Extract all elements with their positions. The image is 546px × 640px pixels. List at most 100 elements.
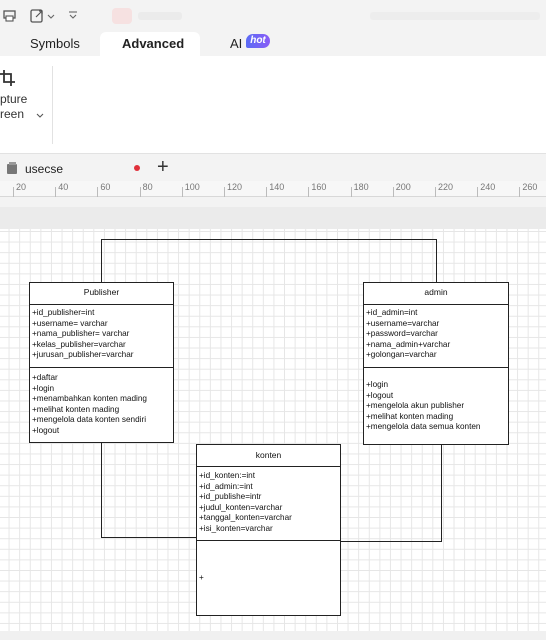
attribute-list: +id_admin=int+username=varchar+password=… — [366, 308, 450, 361]
ruler-tick — [55, 187, 57, 197]
class-name: admin — [424, 287, 448, 297]
ruler-tick-label: 40 — [58, 182, 69, 192]
export-icon[interactable] — [28, 0, 46, 37]
class-member: +kelas_publisher=varchar — [32, 339, 126, 349]
ruler-tick — [519, 187, 521, 197]
active-tab-background — [100, 32, 200, 56]
ruler-tick — [224, 187, 225, 197]
add-tab-icon[interactable]: + — [157, 156, 169, 178]
class-member: +id_admin=int — [366, 308, 418, 317]
class-member: +jurusan_publisher=varchar — [32, 350, 134, 360]
divider — [363, 304, 509, 305]
ruler-tick — [392, 187, 394, 197]
attribute-list: +id_konten:=int+id_admin:=int+id_publish… — [199, 471, 292, 535]
ruler-tick-label: 200 — [395, 182, 411, 192]
class-member: +tanggal_konten=varchar — [199, 513, 292, 523]
document-name[interactable]: usecse — [25, 162, 64, 176]
class-member: + — [199, 573, 204, 582]
association-line[interactable] — [101, 239, 437, 282]
class-name: Publisher — [83, 287, 120, 297]
uml-class-admin[interactable] — [363, 282, 509, 445]
class-name: konten — [255, 450, 282, 460]
crop-icon[interactable] — [0, 68, 16, 93]
more-icon[interactable] — [68, 0, 78, 37]
divider — [363, 367, 509, 368]
divider — [196, 466, 341, 467]
class-member: +melihat konten mading — [366, 411, 454, 421]
document-tab[interactable] — [0, 155, 152, 181]
uml-class-publisher[interactable] — [29, 282, 174, 443]
capture-screen-label-1[interactable]: pture — [0, 92, 28, 106]
class-member: +isi_konten=varchar — [199, 523, 273, 533]
ruler-tick-label: 260 — [522, 182, 538, 192]
blurred-element — [112, 8, 132, 24]
ruler-tick-label: 120 — [227, 182, 243, 192]
method-list: +daftar+login+menambahkan konten mading+… — [32, 373, 147, 437]
association-line[interactable] — [101, 442, 197, 538]
class-member: +id_publishe=intr — [199, 492, 262, 502]
blurred-element — [370, 12, 540, 20]
ruler-tick — [350, 187, 352, 197]
ruler-tick-label: 140 — [269, 182, 285, 192]
class-member: +daftar — [32, 373, 58, 382]
class-member: +login — [32, 383, 55, 393]
class-member: +login — [366, 380, 389, 389]
blurred-element — [138, 12, 182, 20]
class-member: +nama_publisher= varchar — [32, 329, 130, 339]
class-member: +menambahkan konten mading — [32, 394, 147, 404]
chevron-down-icon[interactable] — [36, 108, 44, 126]
ruler-tick-label: 160 — [311, 182, 327, 192]
class-member: +mengelola data konten sendiri — [32, 415, 147, 425]
class-member: +password=varchar — [366, 329, 438, 339]
ruler-tick-label: 80 — [142, 182, 153, 192]
hot-badge: hot — [246, 34, 270, 48]
uml-class-konten[interactable] — [196, 444, 341, 616]
ruler-tick — [435, 187, 436, 197]
canvas-bottom — [0, 631, 546, 640]
ribbon-panel — [0, 56, 546, 154]
ruler-tick-label: 20 — [16, 182, 27, 192]
class-member: +id_konten:=int — [199, 471, 255, 480]
attribute-list: +id_publisher=int+username= varchar+nama… — [32, 308, 134, 361]
class-member: +melihat konten mading — [32, 404, 120, 414]
chevron-down-icon[interactable] — [47, 0, 55, 37]
association-line[interactable] — [340, 445, 442, 542]
canvas-gap — [0, 197, 546, 207]
page-margin — [0, 207, 546, 229]
ruler-tick — [13, 187, 14, 197]
ruler-tick — [139, 187, 141, 197]
ruler-tick-label: 240 — [480, 182, 496, 192]
ruler-tick-label: 100 — [184, 182, 200, 192]
tab-symbols[interactable]: Symbols — [30, 36, 80, 51]
ruler-tick — [308, 187, 310, 197]
print-icon[interactable] — [2, 0, 18, 43]
ruler-tick — [97, 187, 99, 197]
class-member: +mengelola data semua konten — [366, 422, 481, 432]
class-member: +judul_konten=varchar — [199, 502, 283, 512]
divider — [29, 304, 174, 305]
ribbon-divider — [52, 66, 53, 144]
divider — [29, 367, 174, 368]
class-member: +username=varchar — [366, 318, 440, 328]
ruler-tick-label: 180 — [353, 182, 369, 192]
capture-screen-label-2[interactable]: reen — [0, 107, 25, 121]
class-member: +nama_admin+varchar — [366, 339, 451, 349]
class-member: +golongan=varchar — [366, 350, 437, 360]
method-list: +login+logout+mengelola akun publisher+m… — [366, 380, 480, 433]
class-member: +logout — [366, 390, 394, 400]
horizontal-ruler — [0, 181, 546, 197]
class-member: +logout — [32, 425, 60, 435]
tab-advanced[interactable]: Advanced — [122, 36, 185, 51]
ruler-tick — [181, 187, 183, 197]
ruler-tick — [266, 187, 268, 197]
unsaved-indicator — [134, 165, 140, 171]
document-icon — [6, 161, 18, 180]
class-member: +mengelola akun publisher — [366, 401, 465, 411]
class-member: +id_publisher=int — [32, 308, 95, 317]
tab-ai[interactable]: AI — [230, 36, 243, 51]
class-member: +id_admin:=int — [199, 481, 253, 491]
ruler-tick-label: 220 — [438, 182, 454, 192]
ruler-tick-label: 60 — [100, 182, 111, 192]
divider — [196, 540, 341, 541]
method-list: + — [199, 573, 204, 584]
